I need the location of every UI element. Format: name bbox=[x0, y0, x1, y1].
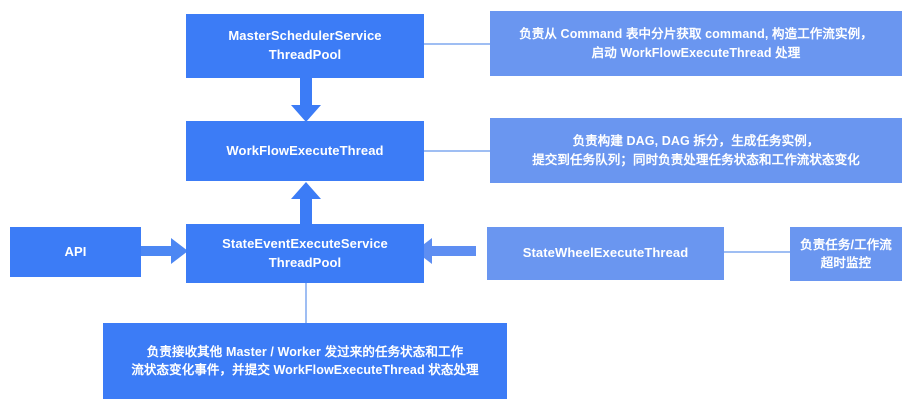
connector-workflow-to-description bbox=[424, 150, 490, 152]
connector-statewheel-to-description bbox=[724, 251, 790, 253]
connector-stateevent-to-description bbox=[305, 283, 307, 323]
node-workflow-execute-description: 负责构建 DAG, DAG 拆分，生成任务实例， 提交到任务队列；同时负责处理任… bbox=[490, 118, 902, 183]
node-state-event-execute-description: 负责接收其他 Master / Worker 发过来的任务状态和工作 流状态变化… bbox=[103, 323, 507, 399]
node-api[interactable]: API bbox=[10, 227, 141, 277]
node-state-wheel-execute-thread[interactable]: StateWheelExecuteThread bbox=[487, 227, 724, 280]
node-state-event-execute-service-threadpool[interactable]: StateEventExecuteService ThreadPool bbox=[186, 224, 424, 283]
arrow-api-to-stateevent bbox=[141, 238, 189, 264]
arrow-stateevent-to-workflow bbox=[290, 182, 322, 228]
arrow-statewheel-to-stateevent bbox=[415, 238, 477, 264]
node-state-wheel-description: 负责任务/工作流 超时监控 bbox=[790, 227, 902, 281]
connector-scheduler-to-description bbox=[424, 43, 490, 45]
arrow-scheduler-to-workflow bbox=[290, 77, 322, 123]
node-master-scheduler-description: 负责从 Command 表中分片获取 command, 构造工作流实例， 启动 … bbox=[490, 11, 902, 76]
node-workflow-execute-thread[interactable]: WorkFlowExecuteThread bbox=[186, 121, 424, 181]
node-master-scheduler-service-threadpool[interactable]: MasterSchedulerService ThreadPool bbox=[186, 14, 424, 78]
